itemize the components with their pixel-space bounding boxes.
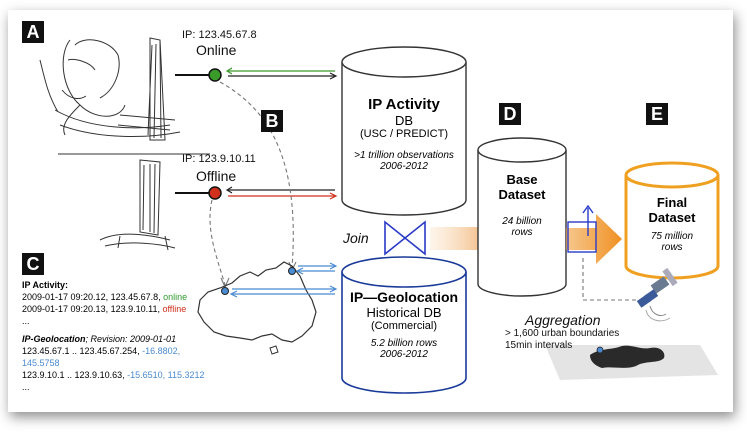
activity-header: IP Activity: (22, 280, 69, 290)
geo-coords-1: -16.8802, 145.5758 (22, 346, 181, 368)
aggregation-arrow (566, 214, 622, 264)
final-dataset-rows-1: 75 million (650, 231, 694, 242)
activity-status-online: online (163, 292, 188, 302)
join-label: Join (343, 230, 369, 246)
final-dataset-rows-2: rows (661, 242, 683, 253)
aggregation-line2: 15min intervals (505, 340, 573, 351)
online-ip: IP: 123.45.67.8 (182, 29, 257, 41)
geo-header: IP-Geolocation (22, 334, 86, 344)
label-c: C (22, 253, 44, 275)
base-dataset-cylinder (477, 137, 567, 297)
final-dataset-title-2: Dataset (648, 210, 696, 225)
final-dataset-text: Final Dataset 75 million rows (626, 195, 718, 253)
geo-row-2: 123.9.10.1 .. 123.9.10.63, -15.6510, 115… (22, 370, 205, 380)
offline-ip: IP: 123.9.10.11 (182, 153, 256, 165)
online-status-label: Online (196, 42, 237, 58)
offline-status-label: Offline (196, 168, 237, 184)
panel-c-records: IP Activity: 2009-01-17 09:20.12, 123.45… (22, 279, 212, 393)
online-status-dot (208, 68, 222, 82)
base-dataset-title-1: Base (506, 172, 538, 187)
geolocation-db-cylinder (341, 256, 467, 394)
join-arrow (430, 220, 492, 258)
satellite-icon (636, 267, 678, 322)
base-dataset-title-2: Dataset (498, 187, 546, 202)
user-offline-sketch (99, 159, 176, 251)
geo-revision: ; Revision: 2009-01-01 (85, 334, 177, 344)
geo-arrows (229, 262, 338, 298)
ip-activity-source: (USC / PREDICT) (360, 128, 448, 140)
user-online-sketch (39, 37, 181, 141)
geolocation-source: (Commercial) (371, 320, 437, 332)
base-dataset-rows-2: rows (511, 227, 533, 238)
offline-status-dot (208, 186, 222, 200)
aggregation-title: Aggregation (525, 312, 601, 328)
map-location-dot-west (221, 287, 229, 295)
activity-status-offline: offline (162, 304, 187, 314)
join-symbol (384, 220, 426, 256)
geo-ellipsis: ... (22, 382, 30, 392)
final-dataset-title-1: Final (656, 195, 688, 210)
label-e: E (646, 103, 668, 125)
activity-row-online: 2009-01-17 09:20.12, 123.45.67.8, online (22, 292, 188, 302)
geolocation-rows: 5.2 billion rows (370, 338, 438, 349)
ip-activity-db-cylinder (341, 46, 467, 216)
geolocation-db-text: IP—Geolocation Historical DB (Commercial… (342, 289, 466, 360)
base-dataset-text: Base Dataset 24 billion rows (478, 172, 566, 238)
aggregation-icon (567, 204, 597, 253)
ip-activity-observations: >1 trillion observations (354, 150, 454, 161)
activity-ellipsis: ... (22, 316, 30, 326)
geolocation-years: 2006-2012 (380, 349, 428, 360)
geo-header-line: IP-Geolocation; Revision: 2009-01-01 (22, 333, 212, 345)
geolocation-title: IP—Geolocation (349, 289, 459, 305)
offline-arrows (225, 186, 338, 200)
activity-row-offline: 2009-01-17 09:20.13, 123.9.10.11, offlin… (22, 304, 187, 314)
australia-map (197, 261, 317, 343)
ip-activity-subtitle: DB (394, 113, 414, 128)
ip-activity-years: 2006-2012 (380, 161, 428, 172)
urban-map-thumbnail (545, 345, 718, 380)
label-b: B (261, 110, 283, 132)
geo-row-1: 123.45.67.1 .. 123.45.67.254, -16.8802, … (22, 346, 181, 368)
geolocation-subtitle: Historical DB (366, 305, 442, 320)
label-d: D (499, 103, 521, 125)
satellite-link (582, 258, 640, 301)
aggregation-line1: > 1,600 urban boundaries (505, 328, 620, 339)
geo-coords-2: -15.6510, 115.3212 (127, 370, 205, 380)
online-arrows (225, 67, 338, 80)
base-dataset-rows-1: 24 billion (502, 216, 542, 227)
ip-activity-title: IP Activity (368, 96, 440, 113)
map-location-dot-east (288, 267, 296, 275)
location-dashed-links (209, 81, 297, 289)
ip-activity-db-text: IP Activity DB (USC / PREDICT) >1 trilli… (342, 96, 466, 172)
final-dataset-cylinder (624, 161, 720, 280)
label-a: A (22, 21, 44, 43)
